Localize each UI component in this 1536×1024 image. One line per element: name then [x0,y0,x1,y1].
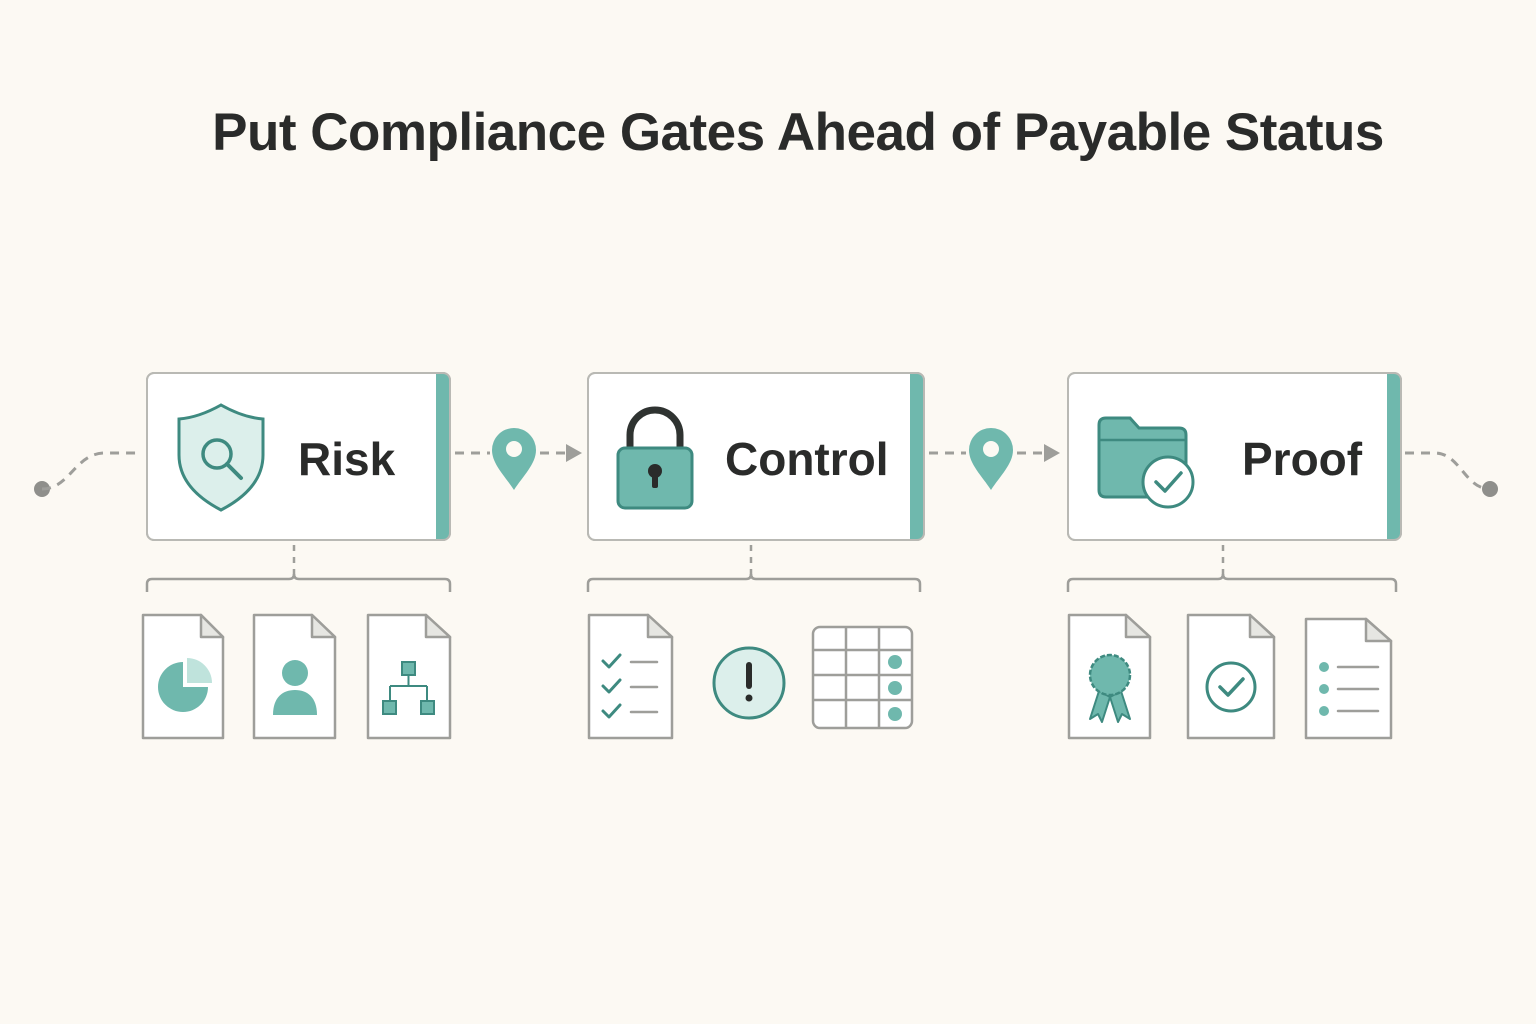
diagram-title: Put Compliance Gates Ahead of Payable St… [212,103,1384,162]
connector-risk-control [455,428,582,490]
stage-proof: Proof [1066,372,1402,740]
padlock-icon [616,406,694,510]
start-connector [41,451,140,491]
certificate-ribbon-document-icon [1067,613,1152,740]
arrowhead-icon [566,444,582,462]
flow-end [1405,451,1498,497]
folder-check-icon [1097,416,1195,509]
stage-risk: Risk [141,372,452,740]
stage-bracket-proof [1066,545,1398,592]
checklist-document-icon [587,613,674,740]
bullet-list-document-icon [1304,617,1393,740]
person-document-icon [252,613,337,740]
stage-control: Control [586,372,925,740]
pie-chart-document-icon [141,613,225,740]
stage-bracket-risk [145,545,452,592]
end-dot [1482,481,1498,497]
stage-bracket-control [586,545,922,592]
flow-start [34,451,140,497]
stage-label-proof: Proof [1242,433,1363,485]
stage-label-risk: Risk [298,433,396,485]
location-pin-icon [969,428,1013,490]
connector-control-proof [929,428,1060,490]
arrowhead-icon [1044,444,1060,462]
table-grid-icon [811,625,914,730]
alert-circle-icon [712,646,786,720]
org-chart-document-icon [366,613,452,740]
stage-label-control: Control [725,433,889,485]
check-document-icon [1186,613,1276,740]
location-pin-icon [492,428,536,490]
shield-search-icon [177,403,265,512]
end-connector [1405,451,1491,491]
